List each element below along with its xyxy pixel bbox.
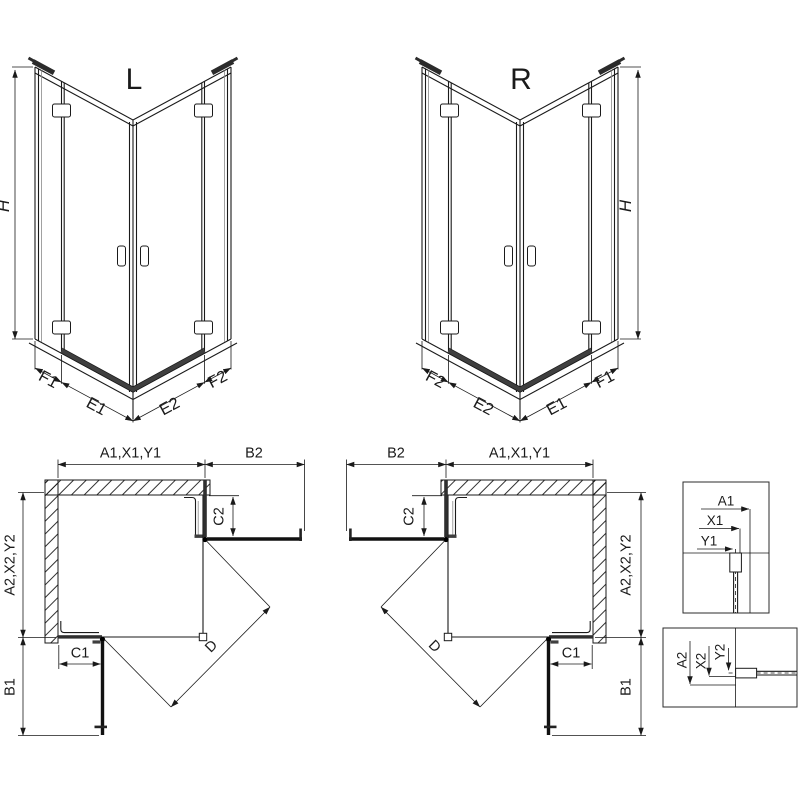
plan-left-fixed-bottom-label: C1 xyxy=(71,646,90,662)
plan-right-fixed-bottom-label: C1 xyxy=(562,646,581,662)
variant-label-right: R xyxy=(510,63,532,96)
detail-a2-label: A2 xyxy=(675,652,690,669)
detail-x1-label: X1 xyxy=(707,513,724,528)
iso-view-right: R H F2 E2 E1 F1 xyxy=(416,58,642,423)
seg-label-f2-right: F2 xyxy=(423,367,448,392)
seg-label-f2-left: F2 xyxy=(205,367,230,392)
wall-section-right xyxy=(592,479,607,644)
dim-side-extensions xyxy=(552,492,646,736)
detail-glass-pane xyxy=(733,572,739,613)
plan-right-side-height-label: A2,X2,Y2 xyxy=(619,534,635,595)
seg-label-e2-right: E2 xyxy=(470,394,496,419)
detail-reference-lines xyxy=(739,509,751,613)
dim-top-extensions xyxy=(57,459,305,531)
plan-left-side-height-label: A2,X2,Y2 xyxy=(3,534,19,595)
plan-view-left: A1,X1,Y1 B2 A2,X2,Y2 B1 C2 C1 D xyxy=(3,446,305,736)
height-dim-label-right: H xyxy=(616,199,635,212)
detail-profile xyxy=(729,552,742,573)
plan-left-top-width-label: A1,X1,Y1 xyxy=(100,446,161,462)
detail-box-frame xyxy=(682,481,770,614)
plan-view-right: B2 A1,X1,Y1 C2 A2,X2,Y2 B1 C1 D xyxy=(346,446,646,736)
wall-section-left xyxy=(44,479,59,644)
wall-section-top xyxy=(440,479,607,496)
plan-right-door-height-label: B1 xyxy=(619,678,635,696)
seg-label-e2-left: E2 xyxy=(157,394,183,419)
plan-left-door-width-label: B2 xyxy=(245,446,263,462)
wall-section-top xyxy=(44,479,211,496)
seg-label-f1-left: F1 xyxy=(36,367,61,392)
detail-box-glass-top: A1 X1 Y1 xyxy=(682,481,770,614)
plan-right-top-width-label: A1,X1,Y1 xyxy=(489,446,550,462)
plan-right-fixed-left-label: C2 xyxy=(402,507,418,526)
plan-right-door-width-label: B2 xyxy=(387,446,405,462)
dim-side-extensions xyxy=(18,492,99,736)
detail-profile xyxy=(735,667,758,679)
seg-label-f1-right: F1 xyxy=(592,367,617,392)
detail-y1-label: Y1 xyxy=(701,534,718,549)
seg-label-e1-left: E1 xyxy=(83,394,109,419)
height-dim-label-left: H xyxy=(0,199,13,212)
iso-view-left: L H F1 E1 E2 F2 xyxy=(0,58,238,423)
detail-box-glass-bottom: A2 X2 Y2 xyxy=(662,627,798,708)
variant-label-left: L xyxy=(126,63,143,96)
plan-left-door-height-label: B1 xyxy=(3,678,19,696)
detail-x2-label: X2 xyxy=(694,653,709,670)
detail-glass-pane xyxy=(756,670,797,676)
detail-y2-label: Y2 xyxy=(713,644,728,661)
detail-reference-lines xyxy=(690,676,736,686)
plan-right-entry-label: D xyxy=(425,637,444,656)
seg-label-e1-right: E1 xyxy=(544,394,570,419)
plan-left-fixed-right-label: C2 xyxy=(212,507,228,526)
dim-top-extensions xyxy=(346,459,594,531)
detail-box-frame xyxy=(662,627,798,708)
detail-a1-label: A1 xyxy=(718,494,735,509)
